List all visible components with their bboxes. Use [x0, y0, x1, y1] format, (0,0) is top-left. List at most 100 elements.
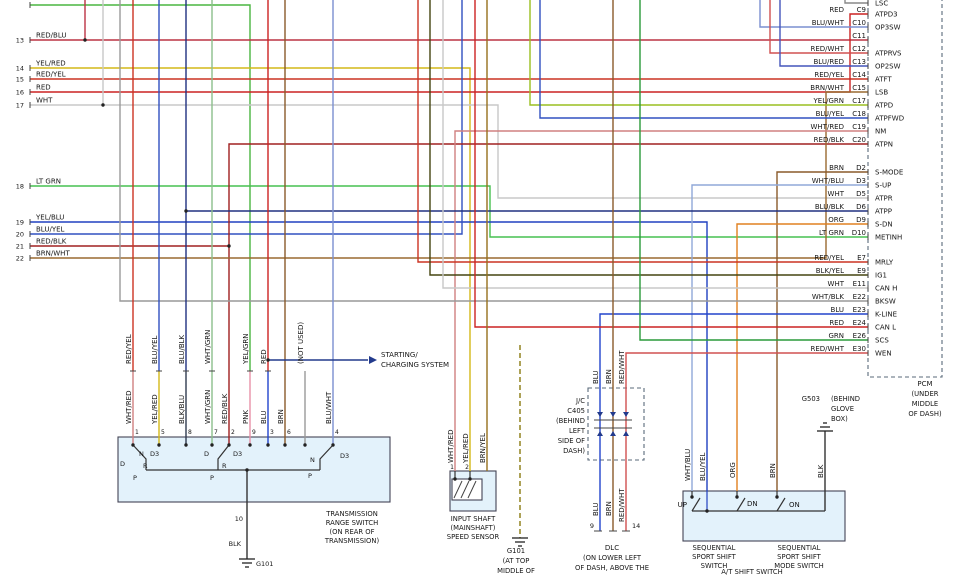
pcm-signal-label: ATPP [875, 208, 892, 216]
pcm-pin-label: C15 [852, 84, 866, 92]
marks-layer [29, 0, 869, 568]
wire [539, 0, 868, 119]
wire [599, 313, 868, 531]
diagram-label: (ON REAR OF [329, 528, 374, 536]
pcm-signal-label: ATFT [875, 76, 892, 84]
junction-dot [453, 477, 457, 481]
wire [228, 143, 868, 445]
wire-color-label: BLU/YEL [151, 335, 159, 364]
wire-color-label: WHT/RED [811, 123, 845, 131]
junction-dot [184, 209, 188, 213]
wire-color-label: RED/WHT [811, 45, 845, 53]
wire-color-label: RED [829, 319, 844, 327]
junction-dot [245, 468, 249, 472]
wires-layer [30, 0, 868, 559]
pcm-signal-label: ATPD [875, 102, 893, 110]
component-box [587, 387, 645, 461]
wire [417, 0, 868, 263]
wire [691, 184, 868, 491]
diagram-label: TRANSMISSION) [324, 537, 380, 545]
diagram-label: 1 [135, 429, 139, 436]
pcm-signal-label: ATPFWD [875, 115, 904, 123]
diagram-label: D3 [340, 452, 349, 460]
wire [319, 444, 334, 470]
left-cavity-number: 20 [16, 231, 24, 239]
diagram-label: 4 [335, 429, 339, 436]
pcm-pin-label: C10 [852, 19, 866, 27]
arrow [610, 412, 616, 417]
diagram-label: R [222, 462, 227, 470]
wire-color-label: RED/BLK [36, 238, 67, 246]
junction-dot [468, 477, 472, 481]
wire-color-label: (NOT USED) [297, 322, 305, 364]
diagram-label: UP [678, 501, 687, 509]
pcm-signal-label: S-DN [875, 221, 893, 229]
wire-color-label: RED/YEL [814, 254, 844, 262]
junction-dot [705, 509, 709, 513]
wire-color-label: BLK/BLU [178, 395, 186, 424]
pcm-pin-label: D2 [856, 164, 866, 172]
wire-color-label: WHT/GRN [204, 390, 212, 424]
pcm-pin-label: D6 [856, 203, 866, 211]
wire [769, 0, 868, 54]
diagram-label: G101 [507, 547, 525, 555]
wire-color-label: RED/YEL [36, 71, 66, 79]
junction-dot [157, 443, 161, 447]
wire-color-label: WHT/RED [447, 430, 455, 464]
left-cavity-number: 18 [16, 183, 24, 191]
junction-dot [83, 38, 87, 42]
wire-color-label: WHT [828, 190, 845, 198]
junction-dot [131, 443, 135, 447]
wire-color-label: BLU/YEL [816, 110, 845, 118]
diagram-label: RANGE SWITCH [326, 519, 379, 527]
pcm-pin-label: C9 [857, 6, 866, 14]
wire-color-label: BLU [260, 411, 268, 424]
junction-dot [690, 495, 694, 499]
wire-color-label: BLU [592, 371, 600, 384]
arrow [369, 356, 377, 364]
pcm-signal-label: CAN L [875, 324, 896, 332]
left-cavity-number: 21 [16, 243, 24, 251]
diagram-label: P [308, 472, 312, 480]
wire [132, 444, 147, 470]
junction-dot [227, 443, 231, 447]
wire-color-label: BRN [829, 164, 844, 172]
junction-dot [775, 495, 779, 499]
diagram-label: MIDDLE OF [497, 567, 535, 575]
diagram-label: OF DASH) [908, 410, 942, 418]
wire-color-label: WHT/RED [125, 391, 133, 425]
diagram-label: C405 [567, 407, 585, 415]
left-cavity-number: 15 [16, 76, 24, 84]
wire-color-label: ORG [828, 216, 844, 224]
pcm-pin-label: D10 [852, 229, 866, 237]
wire-color-label: BRN [605, 501, 613, 516]
junction-dot [184, 443, 188, 447]
diagram-label: 6 [287, 429, 291, 436]
wire-color-label: YEL/RED [462, 433, 470, 464]
diagram-label: DN [747, 500, 758, 508]
diagram-label: MIDDLE [912, 400, 938, 408]
diagram-label: STARTING/ [381, 351, 418, 359]
diagram-label: BOX) [831, 415, 848, 423]
tick [453, 480, 463, 499]
wire-color-label: RED/YEL [125, 334, 133, 364]
pcm-pin-label: C13 [852, 58, 866, 66]
pcm-pin-label: C17 [852, 97, 866, 105]
wire-color-label: GRN [828, 332, 844, 340]
wire-color-label: WHT/GRN [204, 330, 212, 364]
component-box [682, 490, 846, 542]
left-cavity-number: 22 [16, 255, 24, 263]
diagram-label: J/C [575, 397, 585, 405]
pcm-signal-label: ATPD3 [875, 11, 898, 19]
diagram-label: 2 [231, 429, 235, 436]
tick [460, 480, 470, 499]
wire-color-label: BRN/WHT [810, 84, 844, 92]
pcm-signal-label: BKSW [875, 298, 896, 306]
wire-color-label: RED/BLU [36, 32, 67, 40]
diagram-label: GLOVE [831, 405, 854, 413]
pcm-pin-label: E22 [853, 293, 866, 301]
diagram-label: 5 [161, 429, 165, 436]
pcm-signal-label: CAN H [875, 285, 897, 293]
wire [30, 221, 708, 491]
pcm-pin-label: C20 [852, 136, 866, 144]
